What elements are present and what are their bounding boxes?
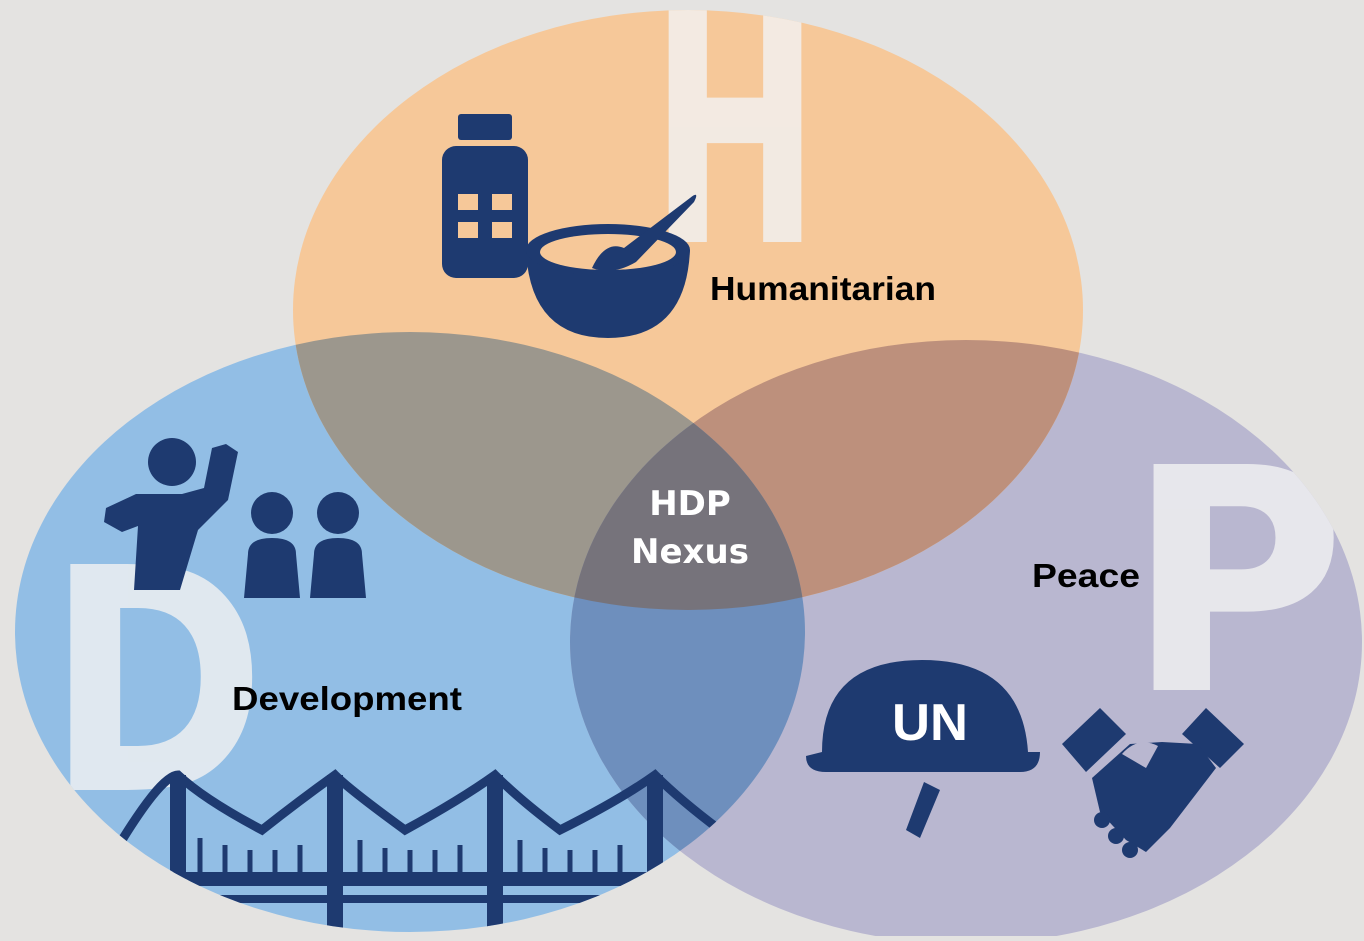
hdp-nexus-line1: HDP — [649, 484, 731, 524]
mortar-pestle-icon — [526, 194, 697, 338]
peace-letter: P — [1126, 403, 1346, 764]
development-label: Development — [232, 680, 462, 717]
un-helmet-icon: UN — [806, 660, 1040, 838]
overlap-humanitarian-peace — [570, 340, 1083, 610]
overlap-humanitarian-development — [293, 332, 805, 610]
people-icon — [104, 438, 366, 598]
peace-label: Peace — [1032, 557, 1140, 594]
humanitarian-label: Humanitarian — [710, 270, 936, 307]
handshake-icon — [1062, 708, 1244, 858]
hdp-nexus-line2: Nexus — [631, 532, 749, 572]
bridge-icon — [100, 769, 740, 932]
medicine-bottle-icon — [442, 114, 528, 278]
un-helmet-text: UN — [892, 694, 968, 752]
